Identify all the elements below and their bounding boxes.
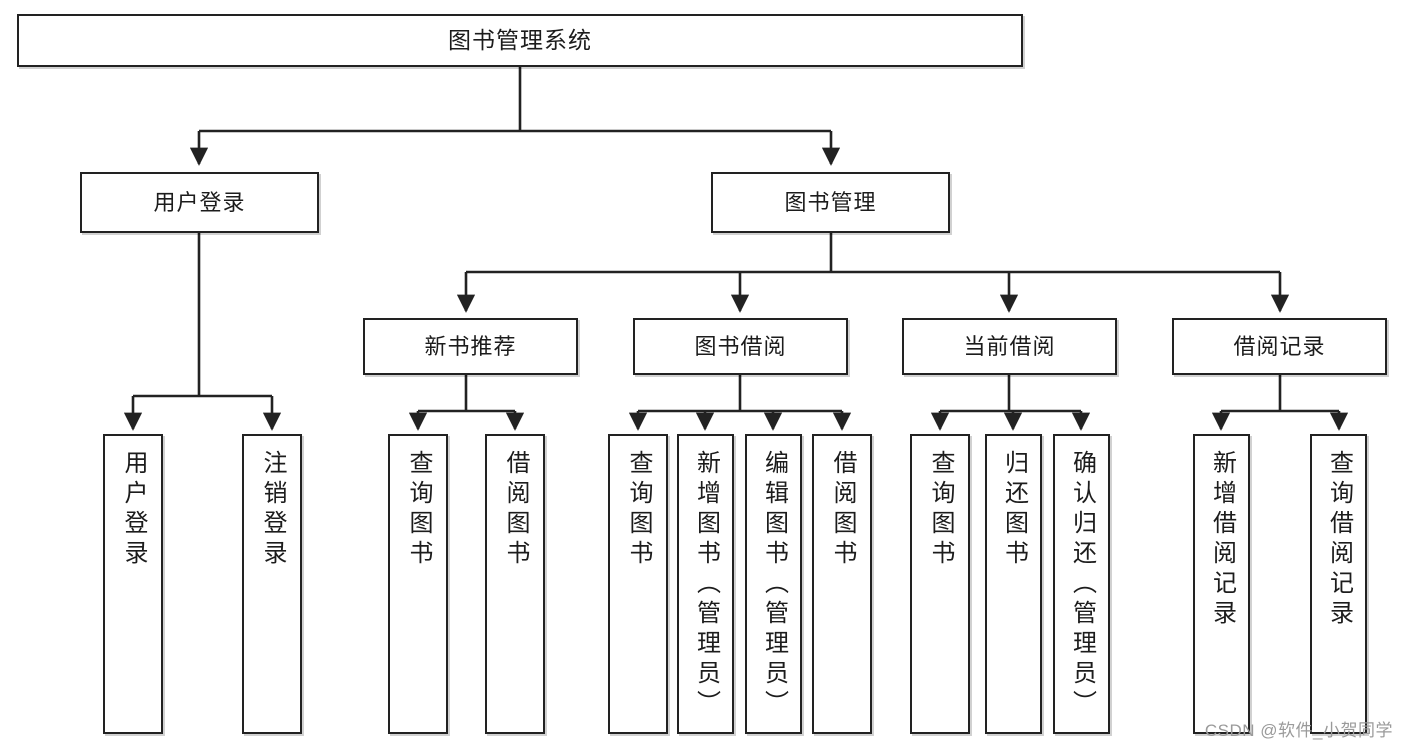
node-label: 图书管理 (784, 189, 877, 215)
node-label: 新增图书（管理员） (692, 450, 720, 720)
node-label: 确认归还（管理员） (1068, 450, 1096, 720)
leaf-borrow-book[interactable]: 借阅图书 (812, 434, 872, 734)
node-book-borrow[interactable]: 图书借阅 (633, 318, 848, 375)
node-borrow-record[interactable]: 借阅记录 (1172, 318, 1387, 375)
leaf-borrow-book-new[interactable]: 借阅图书 (485, 434, 545, 734)
node-new-book-recommend[interactable]: 新书推荐 (363, 318, 578, 375)
watermark-text: CSDN @软件_小贺同学 (1204, 721, 1393, 740)
leaf-query-book-new[interactable]: 查询图书 (388, 434, 448, 734)
node-label: 用户登录 (153, 189, 246, 215)
node-label: 查询图书 (405, 450, 432, 570)
leaf-return-book[interactable]: 归还图书 (985, 434, 1042, 734)
node-label: 归还图书 (1000, 450, 1028, 570)
node-user-login[interactable]: 用户登录 (80, 172, 319, 233)
node-label: 新增借阅记录 (1208, 450, 1236, 630)
node-label: 借阅记录 (1233, 333, 1326, 359)
node-label: 新书推荐 (424, 333, 517, 359)
node-label: 查询图书 (927, 450, 954, 570)
node-label: 当前借阅 (963, 333, 1056, 359)
node-current-borrow[interactable]: 当前借阅 (902, 318, 1117, 375)
node-root[interactable]: 图书管理系统 (17, 14, 1023, 67)
node-label: 图书借阅 (694, 333, 787, 359)
leaf-logout[interactable]: 注销登录 (242, 434, 302, 734)
node-label: 用户登录 (120, 450, 147, 570)
leaf-confirm-return-admin[interactable]: 确认归还（管理员） (1053, 434, 1110, 734)
node-label: 编辑图书（管理员） (760, 450, 788, 720)
leaf-query-borrow-record[interactable]: 查询借阅记录 (1310, 434, 1367, 734)
leaf-query-book[interactable]: 查询图书 (608, 434, 668, 734)
node-label: 图书管理系统 (448, 27, 592, 54)
node-label: 借阅图书 (502, 450, 529, 570)
node-label: 查询图书 (625, 450, 652, 570)
node-label: 查询借阅记录 (1325, 450, 1353, 630)
node-label: 借阅图书 (829, 450, 856, 570)
node-label: 注销登录 (259, 450, 286, 570)
node-book-management[interactable]: 图书管理 (711, 172, 950, 233)
leaf-add-book-admin[interactable]: 新增图书（管理员） (677, 434, 734, 734)
leaf-edit-book-admin[interactable]: 编辑图书（管理员） (745, 434, 802, 734)
leaf-add-borrow-record[interactable]: 新增借阅记录 (1193, 434, 1250, 734)
leaf-query-book-current[interactable]: 查询图书 (910, 434, 970, 734)
leaf-user-login[interactable]: 用户登录 (103, 434, 163, 734)
